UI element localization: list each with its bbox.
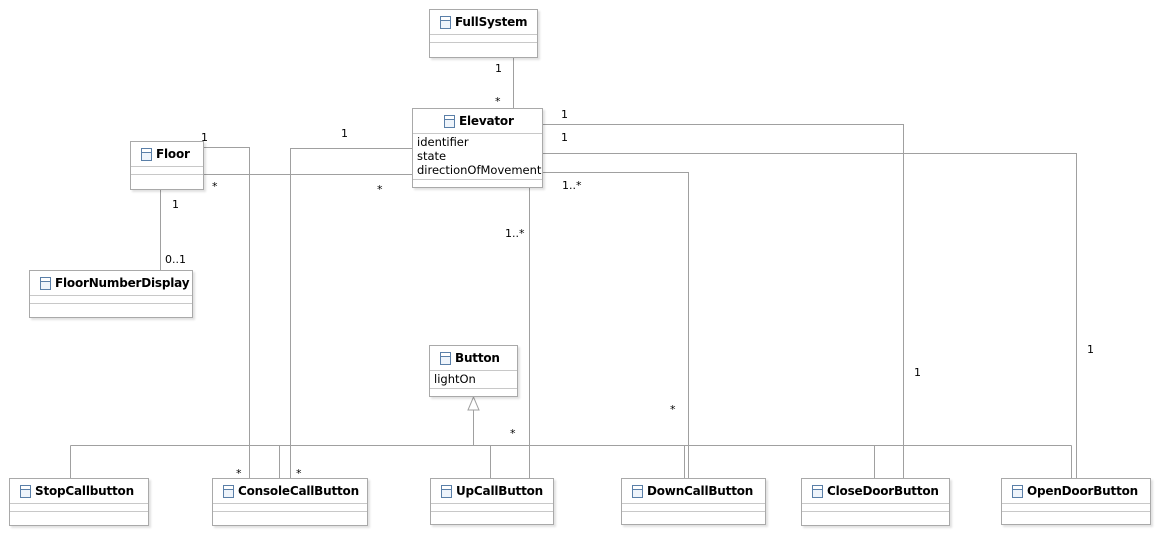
class-header: Button	[430, 346, 517, 371]
multiplicity-label: *	[236, 467, 242, 480]
class-header: CloseDoorButton	[802, 479, 949, 504]
class-fullsystem[interactable]: FullSystem	[429, 9, 538, 58]
class-name: Button	[455, 351, 500, 365]
class-name: ConsoleCallButton	[238, 484, 359, 498]
class-elevator[interactable]: Elevator identifier state directionOfMov…	[412, 108, 543, 188]
attribute-compartment: identifier state directionOfMovement	[413, 134, 542, 180]
class-button[interactable]: Button lightOn	[429, 345, 518, 397]
class-header: Elevator	[413, 109, 542, 134]
multiplicity-label: *	[670, 403, 676, 416]
multiplicity-label: *	[296, 467, 302, 480]
multiplicity-label: 1	[495, 62, 502, 75]
class-header: Floor	[131, 142, 203, 167]
attribute-identifier: identifier	[417, 135, 469, 149]
attribute-compartment	[10, 504, 148, 512]
multiplicity-label: 1	[1087, 343, 1094, 356]
class-icon	[632, 484, 643, 498]
generalization-arrowhead	[467, 395, 480, 411]
class-icon	[1012, 484, 1023, 498]
class-opendoorbutton[interactable]: OpenDoorButton	[1001, 478, 1151, 525]
class-name: UpCallButton	[456, 484, 544, 498]
attribute-compartment	[430, 35, 537, 43]
operation-compartment	[213, 512, 367, 520]
assoc-elevator-closedoorbutton	[543, 124, 904, 478]
class-name: Elevator	[459, 114, 514, 128]
attribute-compartment	[1002, 504, 1150, 512]
operation-compartment	[430, 43, 537, 51]
class-name: Floor	[156, 147, 190, 161]
attribute-compartment	[213, 504, 367, 512]
multiplicity-label: *	[510, 427, 516, 440]
attribute-compartment	[431, 504, 553, 512]
operation-compartment	[30, 304, 192, 312]
class-icon	[812, 484, 823, 498]
multiplicity-label: 1	[341, 127, 348, 140]
assoc-elevator-downcallbutton	[543, 172, 689, 478]
class-stopcallbutton[interactable]: StopCallbutton	[9, 478, 149, 526]
class-name: FloorNumberDisplay	[55, 276, 190, 290]
attribute-compartment	[802, 504, 949, 512]
assoc-elevator-consolecallbutton	[290, 148, 413, 478]
operation-compartment	[622, 512, 765, 520]
multiplicity-label: *	[377, 183, 383, 196]
class-icon	[20, 484, 31, 498]
attribute-directionofmovement: directionOfMovement	[417, 163, 542, 177]
operation-compartment	[10, 512, 148, 520]
operation-compartment	[802, 512, 949, 520]
attribute-compartment	[622, 504, 765, 512]
class-header: FullSystem	[430, 10, 537, 35]
class-icon	[441, 484, 452, 498]
class-icon	[40, 276, 51, 290]
multiplicity-label: 1	[914, 366, 921, 379]
attribute-compartment	[30, 296, 192, 304]
operation-compartment	[131, 175, 203, 183]
multiplicity-label: 1	[172, 198, 179, 211]
class-name: StopCallbutton	[35, 484, 134, 498]
multiplicity-label: 1	[561, 108, 568, 121]
class-header: UpCallButton	[431, 479, 553, 504]
class-downcallbutton[interactable]: DownCallButton	[621, 478, 766, 525]
multiplicity-label: *	[495, 95, 501, 108]
operation-compartment	[431, 512, 553, 520]
class-header: ConsoleCallButton	[213, 479, 367, 504]
operation-compartment	[1002, 512, 1150, 520]
class-icon	[141, 147, 152, 161]
attribute-compartment: lightOn	[430, 371, 517, 389]
class-header: OpenDoorButton	[1002, 479, 1150, 504]
multiplicity-label: *	[212, 180, 218, 193]
generalization-tree	[70, 410, 1072, 478]
class-consolecallbutton[interactable]: ConsoleCallButton	[212, 478, 368, 526]
assoc-elevator-opendoorbutton	[543, 153, 1077, 478]
class-name: DownCallButton	[647, 484, 754, 498]
attribute-compartment	[131, 167, 203, 175]
multiplicity-label: 1	[201, 131, 208, 144]
attribute-state: state	[417, 149, 447, 163]
attribute-lighton: lightOn	[434, 372, 476, 386]
class-floor[interactable]: Floor	[130, 141, 204, 190]
multiplicity-label: 1..*	[562, 179, 582, 192]
class-name: CloseDoorButton	[827, 484, 939, 498]
class-header: DownCallButton	[622, 479, 765, 504]
class-floornumberdisplay[interactable]: FloorNumberDisplay	[29, 270, 193, 318]
class-closedoorbutton[interactable]: CloseDoorButton	[801, 478, 950, 526]
multiplicity-label: 0..1	[165, 253, 186, 266]
class-icon	[440, 15, 451, 29]
operation-compartment	[413, 180, 542, 188]
class-name: FullSystem	[455, 15, 528, 29]
class-name: OpenDoorButton	[1027, 484, 1138, 498]
class-header: StopCallbutton	[10, 479, 148, 504]
class-header: FloorNumberDisplay	[30, 271, 192, 296]
operation-compartment	[430, 389, 517, 397]
class-icon	[223, 484, 234, 498]
multiplicity-label: 1..*	[505, 227, 525, 240]
class-upcallbutton[interactable]: UpCallButton	[430, 478, 554, 525]
assoc-floor-consolecallbutton	[204, 147, 250, 478]
class-icon	[444, 114, 455, 128]
multiplicity-label: 1	[561, 131, 568, 144]
class-icon	[440, 351, 451, 365]
